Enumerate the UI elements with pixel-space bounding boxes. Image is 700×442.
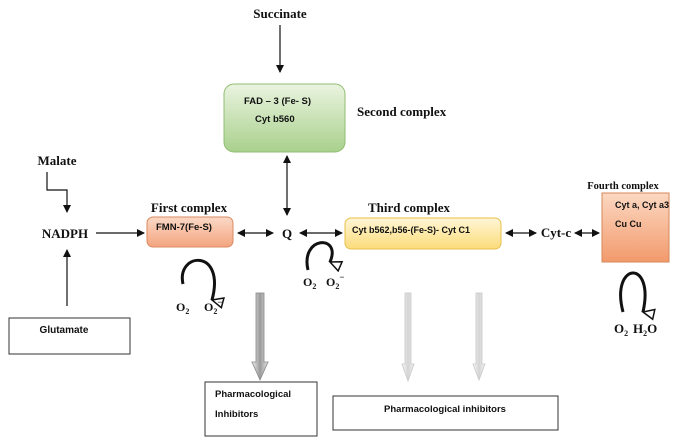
q-superoxide-label: O2− — [326, 272, 344, 291]
third-complex-title: Third complex — [368, 200, 450, 215]
fourth-complex-line2: Cu Cu — [615, 219, 642, 229]
first-o2-loop — [180, 259, 214, 300]
fourth-o2-label: O2 — [614, 321, 628, 338]
second-complex-box — [223, 83, 346, 153]
malate-label: Malate — [38, 153, 77, 168]
q-o2-loop — [305, 241, 332, 270]
first-complex-box — [146, 216, 234, 248]
inhibitor-box-1 — [204, 381, 318, 437]
inhibitor-box-1-line1: Pharmacological — [215, 389, 291, 400]
fourth-complex-box — [601, 192, 670, 263]
q-label: Q — [282, 226, 292, 241]
second-complex-line1: FAD – 3 (Fe- S) — [244, 96, 311, 107]
third-complex-line1: Cyt b562,b56-(Fe-S)- Cyt C1 — [352, 225, 470, 235]
first-complex-line1: FMN-7(Fe-S) — [156, 222, 212, 233]
first-o2-label: O2 — [176, 300, 189, 316]
inhibitor-box-2 — [332, 395, 559, 431]
inhibitor-arrow-first — [251, 292, 269, 381]
second-complex-title: Second complex — [357, 104, 447, 119]
inhibitor-box-2-label: Pharmacological inhibitors — [384, 404, 506, 415]
cyt-c-label: Cyt-c — [541, 225, 572, 240]
first-superoxide-label: O2− — [204, 297, 222, 316]
first-complex-title: First complex — [151, 200, 228, 215]
malate-arrow — [46, 172, 71, 213]
glutamate-label: Glutamate — [40, 325, 89, 336]
third-complex-box — [344, 217, 502, 250]
fourth-h2o-label: H2O — [633, 321, 657, 338]
nadph-label: NADPH — [42, 226, 88, 241]
succinate-label: Succinate — [253, 6, 307, 21]
fourth-complex-line1: Cyt a, Cyt a3 — [615, 200, 669, 210]
second-complex-line2: Cyt b560 — [255, 114, 295, 125]
inhibitor-arrow-third-right — [472, 292, 486, 382]
inhibitor-arrow-third-left — [401, 292, 415, 383]
fourth-o2-loop — [619, 271, 645, 312]
glutamate-box — [8, 317, 131, 355]
q-o2-label: O2 — [303, 275, 316, 291]
inhibitor-box-1-line2: Inhibitors — [215, 409, 258, 420]
fourth-complex-title: Fourth complex — [587, 181, 659, 192]
